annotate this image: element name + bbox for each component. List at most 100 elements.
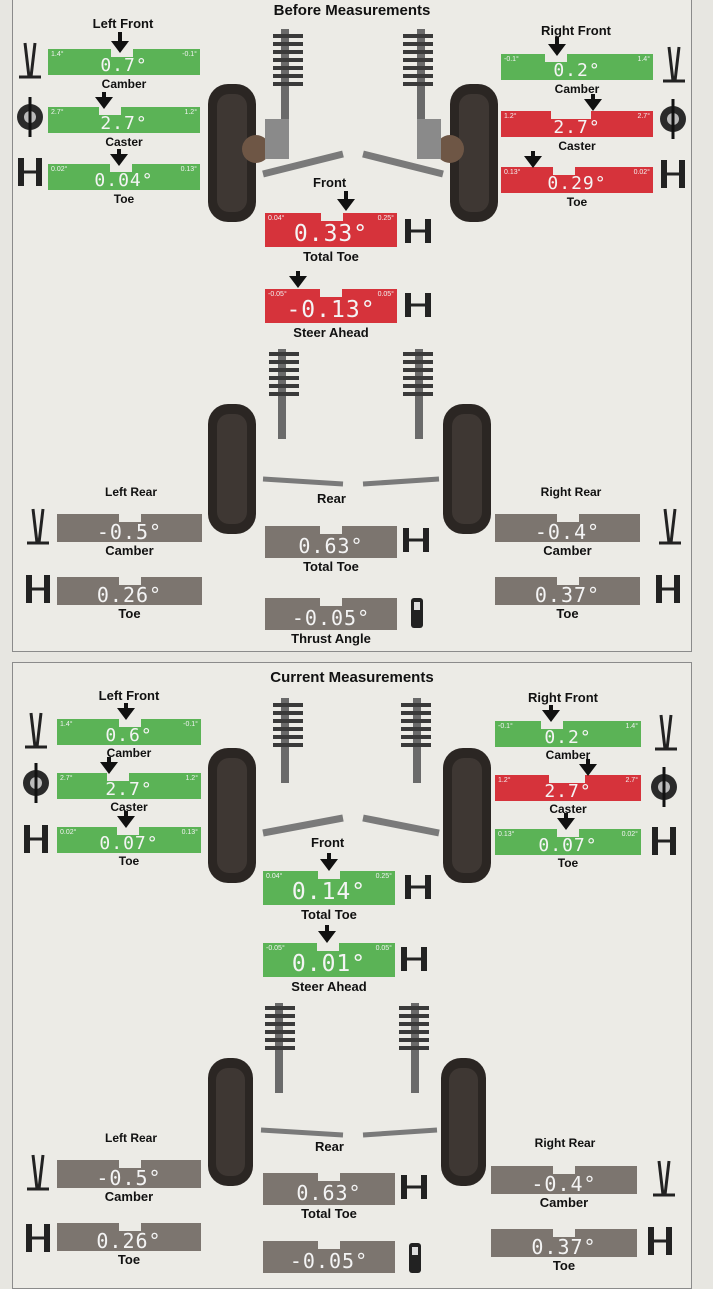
steer-ahead-caption: Steer Ahead <box>293 325 369 340</box>
right-front-camber-value: 0.2° <box>553 60 601 81</box>
right-rear-camber-value: -0.4° <box>531 1172 597 1196</box>
right-rear-toe-gauge: 0.37° Toe <box>491 1229 637 1273</box>
left-rear-toe-caption: Toe <box>117 1252 141 1267</box>
caster-icon <box>649 767 677 807</box>
right-front-toe-caption: Toe <box>557 856 579 870</box>
left-front-camber-caption: Camber <box>101 77 147 91</box>
thrust-angle-caption: Thrust Angle <box>291 631 371 646</box>
right-front-caster-arrow <box>584 99 602 111</box>
left-front-toe-gauge: 0.02° 0.13° 0.07° Toe <box>57 827 201 868</box>
steer-ahead-icon <box>399 943 427 983</box>
thrust-angle-icon <box>405 596 433 636</box>
left-front-toe-caption: Toe <box>113 192 135 206</box>
rear-total-toe-caption: Total Toe <box>301 1206 357 1221</box>
total-toe-icon <box>399 1171 427 1211</box>
left-front-camber-arrow <box>117 708 135 720</box>
right-front-toe-gauge: 0.13° 0.02° 0.29° Toe <box>501 167 653 209</box>
toe-icon <box>21 819 49 859</box>
left-rear-camber-value: -0.5° <box>96 520 163 544</box>
right-rear-toe-value: 0.37° <box>531 1235 597 1259</box>
total-toe-arrow <box>320 859 338 871</box>
camber-icon <box>653 713 681 753</box>
left-front-toe-caption: Toe <box>118 854 140 868</box>
left-front-caster-gauge: 2.7° 1.2° 2.7° Caster <box>57 773 201 814</box>
panel-title: Before Measurements <box>273 2 431 19</box>
total-toe-gauge: 0.04° 0.25° 0.14° Total Toe <box>263 871 395 922</box>
rear-total-toe-value: 0.63° <box>298 534 364 558</box>
left-rear-label: Left Rear <box>104 1131 157 1145</box>
left-front-caster-arrow <box>100 762 118 774</box>
camber-icon <box>661 45 689 85</box>
right-front-camber-arrow <box>548 44 566 56</box>
steer-ahead-value: -0.13° <box>286 297 376 323</box>
total-toe-icon <box>403 871 431 911</box>
left-front-label: Left Front <box>98 688 160 703</box>
right-rear-toe-gauge: 0.37° Toe <box>495 577 640 621</box>
camber-icon <box>651 1159 679 1199</box>
right-front-caster-caption: Caster <box>558 139 596 153</box>
right-front-camber-gauge: -0.1° 1.4° 0.2° Camber <box>495 721 641 762</box>
left-rear-toe-gauge: 0.26° Toe <box>57 577 202 621</box>
left-front-toe-arrow <box>110 154 128 166</box>
right-rear-toe-caption: Toe <box>552 1258 576 1273</box>
left-rear-camber-gauge: -0.5° Camber <box>57 514 202 558</box>
left-front-camber-gauge: 1.4° -0.1° 0.6° Camber <box>57 719 201 760</box>
left-rear-camber-caption: Camber <box>104 1189 154 1204</box>
camber-icon <box>15 41 43 81</box>
thrust-angle-gauge: -0.05° Thrust Angle <box>265 598 397 648</box>
left-front-camber-caption: Camber <box>106 746 152 760</box>
rear-suspension-illustration <box>208 349 491 534</box>
left-front-camber-value: 0.7° <box>100 55 148 76</box>
left-front-caster-value: 2.7° <box>100 113 148 134</box>
steer-ahead-gauge: -0.05° 0.05° -0.13° Steer Ahead <box>265 289 397 340</box>
rear-total-toe-value: 0.63° <box>296 1181 362 1205</box>
caster-icon <box>15 97 43 137</box>
thrust-angle-icon <box>403 1241 431 1281</box>
right-front-caster-caption: Caster <box>549 802 587 816</box>
steer-ahead-arrow <box>318 931 336 943</box>
right-front-toe-value: 0.07° <box>538 835 598 856</box>
front-suspension-illustration <box>208 698 491 883</box>
toe-icon <box>23 569 51 609</box>
right-front-toe-arrow <box>557 818 575 830</box>
right-front-toe-arrow <box>524 156 542 168</box>
right-rear-camber-caption: Camber <box>543 543 592 558</box>
right-front-camber-arrow <box>542 710 560 722</box>
current-measurements-panel: Current Measurements Left Front 1.4° -0.… <box>12 662 692 1289</box>
left-rear-toe-caption: Toe <box>118 606 141 621</box>
rear-suspension-illustration <box>208 1003 486 1186</box>
right-front-label: Right Front <box>540 23 612 38</box>
rear-label: Rear <box>317 491 346 506</box>
right-front-caster-gauge: 1.2° 2.7° 2.7° Caster <box>501 111 653 153</box>
rear-total-toe-caption: Total Toe <box>303 559 359 574</box>
thrust-angle-gauge: -0.05° <box>263 1241 395 1279</box>
thrust-angle-value: -0.05° <box>291 606 371 630</box>
total-toe-icon <box>401 524 429 564</box>
toe-icon <box>645 1221 673 1261</box>
total-toe-icon <box>403 215 431 255</box>
toe-icon <box>658 154 686 194</box>
right-front-caster-value: 2.7° <box>544 781 592 802</box>
total-toe-value: 0.14° <box>291 879 367 905</box>
right-front-label: Right Front <box>527 690 599 705</box>
thrust-angle-value: -0.05° <box>289 1249 369 1273</box>
steer-ahead-gauge: -0.05° 0.05° 0.01° Steer Ahead <box>263 943 395 994</box>
rear-total-toe-gauge: 0.63° Total Toe <box>265 526 397 574</box>
front-label: Front <box>313 175 347 190</box>
right-rear-toe-value: 0.37° <box>534 583 601 607</box>
rear-total-toe-gauge: 0.63° Total Toe <box>263 1173 395 1221</box>
left-rear-camber-caption: Camber <box>105 543 154 558</box>
caster-icon <box>658 99 686 139</box>
right-front-camber-caption: Camber <box>545 748 591 762</box>
left-front-label: Left Front <box>92 16 154 31</box>
steer-ahead-value: 0.01° <box>291 951 367 977</box>
total-toe-caption: Total Toe <box>303 249 359 264</box>
toe-icon <box>649 821 677 861</box>
right-front-camber-gauge: -0.1° 1.4° 0.2° Camber <box>501 54 653 96</box>
left-rear-toe-value: 0.26° <box>96 583 163 607</box>
left-rear-label: Left Rear <box>104 485 157 499</box>
camber-icon <box>23 507 51 547</box>
panel-title: Current Measurements <box>270 669 434 686</box>
right-front-toe-value: 0.29° <box>547 173 607 194</box>
left-rear-toe-gauge: 0.26° Toe <box>57 1223 201 1267</box>
